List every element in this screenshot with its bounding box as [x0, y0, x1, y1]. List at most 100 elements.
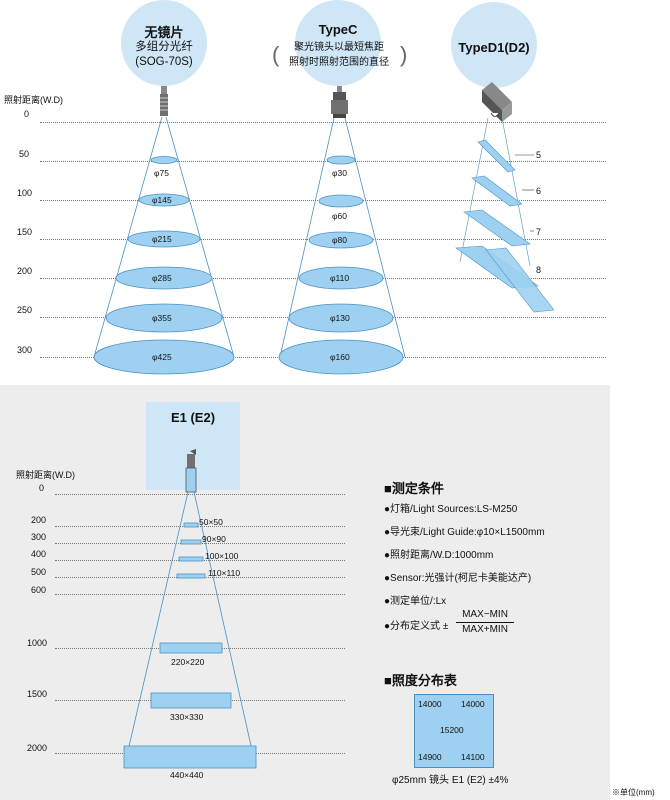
beam-plane	[463, 209, 531, 247]
spot-label: φ425	[152, 352, 172, 362]
column-2-title: TypeC	[318, 22, 358, 37]
column-1-cone-diagram	[93, 82, 555, 375]
distribution-br: 14100	[461, 752, 485, 762]
top-distance-0: 0	[24, 109, 30, 119]
spot-label: φ130	[330, 313, 350, 323]
top-distance-150: 150	[17, 227, 33, 237]
bottom-distance: 600	[31, 585, 47, 595]
step-label-6: 6	[536, 186, 542, 196]
spot-ellipse	[326, 155, 356, 165]
spot-label: φ110	[330, 273, 350, 283]
spot-size-label: 330×330	[170, 712, 204, 722]
formula-denominator: MAX+MIN	[462, 624, 508, 635]
formula-numerator: MAX−MIN	[462, 609, 508, 620]
condition-item: ●灯箱/Light Sources:LS-M250	[384, 504, 518, 515]
top-distance-300: 300	[17, 345, 33, 355]
top-axis-title: 照射距离(W.D)	[4, 95, 63, 105]
spot-ellipse	[298, 266, 384, 290]
condition-item: ●测定单位/:Lx	[384, 596, 447, 607]
bottom-panel	[0, 385, 610, 800]
column-2-bracket-right: )	[400, 42, 408, 67]
fiber-head-icon	[160, 86, 168, 116]
distribution-tl: 14000	[418, 699, 442, 709]
top-distance-100: 100	[17, 188, 33, 198]
condition-item: ●Sensor:光强计(柯尼卡美能达产)	[384, 573, 532, 584]
spot-label: φ75	[154, 168, 169, 178]
spot-size-label: 90×90	[202, 534, 226, 544]
column-3-title: TypeD1(D2)	[458, 40, 530, 55]
gridline	[55, 494, 345, 495]
column-2-bracket-left: (	[272, 42, 280, 67]
bottom-distance: 2000	[27, 743, 48, 753]
gridline	[40, 122, 606, 123]
spot-size-label: 220×220	[171, 657, 205, 667]
spot-ellipse	[308, 231, 374, 249]
formula-prefix: ●分布定义式 ±	[384, 621, 449, 632]
beam-edge	[123, 491, 189, 769]
condition-item: ●导光束/Light Guide:φ10×L1500mm	[384, 527, 545, 538]
spot-ellipse	[318, 194, 364, 208]
spot-square	[178, 556, 204, 562]
spot-label: φ160	[330, 352, 350, 362]
column-2-bubble	[295, 0, 381, 86]
unit-note: ※单位(mm)	[612, 788, 655, 797]
bottom-distance: 200	[31, 515, 47, 525]
conditions-title: ■测定条件	[384, 481, 444, 496]
spot-ellipse	[278, 339, 404, 375]
top-distance-50: 50	[19, 149, 30, 159]
column-1-sub-1: 多组分光纤	[135, 41, 193, 53]
formula-bar	[456, 622, 514, 623]
spot-size-label: 100×100	[205, 551, 239, 561]
spot-label: φ215	[152, 234, 172, 244]
spot-label: φ355	[152, 313, 172, 323]
e1-title: E1 (E2)	[170, 410, 216, 425]
beam-edge	[459, 117, 489, 263]
condition-item: ●照射距离/W.D:1000mm	[384, 550, 494, 561]
step-label-7: 7	[536, 227, 542, 237]
bottom-distance: 1000	[27, 638, 48, 648]
spot-ellipse	[138, 193, 190, 207]
spot-label: φ30	[332, 168, 347, 178]
spot-square	[176, 573, 206, 579]
spot-square	[180, 539, 202, 545]
bottom-distance: 500	[31, 567, 47, 577]
column-2-sub-2: 照射时照射范围的直径	[289, 57, 389, 68]
bottom-distance: 300	[31, 532, 47, 542]
spot-size-label: 50×50	[199, 517, 223, 527]
cone-edge	[344, 117, 406, 358]
step-label-5: 5	[536, 150, 542, 160]
spot-ellipse	[93, 339, 235, 375]
column-1-title: 无镜片	[144, 25, 184, 40]
cone-edge	[93, 116, 163, 358]
spot-ellipse	[150, 156, 178, 164]
spot-square	[183, 522, 199, 528]
gridline	[55, 526, 345, 527]
spot-square	[150, 692, 232, 709]
spot-label: φ285	[152, 273, 172, 283]
spot-size-label: 110×110	[208, 568, 241, 578]
top-distance-200: 200	[17, 266, 33, 276]
lens-head-icon	[331, 86, 348, 118]
cone-edge	[165, 116, 235, 358]
bottom-distance: 400	[31, 549, 47, 559]
spot-ellipse	[115, 266, 213, 290]
bottom-distance: 0	[39, 483, 45, 493]
spot-size-label: 440×440	[170, 770, 204, 780]
distribution-bl: 14900	[418, 752, 442, 762]
line-light-head-icon	[482, 82, 512, 122]
distribution-center: 15200	[440, 725, 464, 735]
e1-beam-diagram	[123, 449, 257, 769]
spot-square	[123, 745, 257, 769]
beam-edge	[193, 491, 257, 769]
gridline	[40, 161, 606, 162]
column-1-bubble	[121, 0, 207, 86]
step-label-8: 8	[536, 265, 542, 275]
spot-square	[159, 642, 223, 654]
beam-plane	[485, 247, 555, 313]
distribution-tr: 14000	[461, 699, 485, 709]
column-2-sub-1: 聚光镜头以最短焦距	[294, 42, 384, 53]
bottom-axis-title: 照射距离(W.D)	[16, 470, 75, 480]
column-3-bubble	[451, 2, 537, 88]
spot-label: φ60	[332, 211, 347, 221]
beam-plane	[471, 175, 523, 207]
